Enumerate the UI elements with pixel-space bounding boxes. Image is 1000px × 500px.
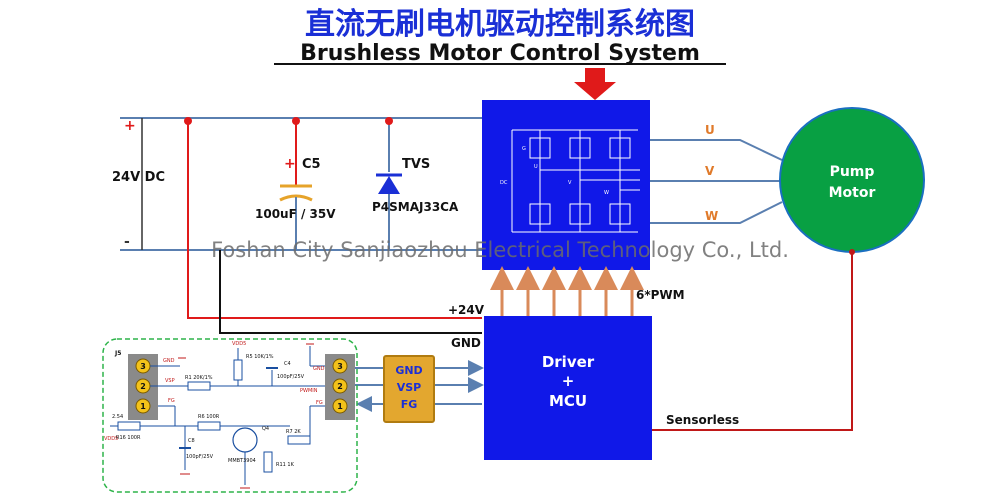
motor-label-1: Pump [830,164,875,180]
sch-c4v: 100pF/25V [277,374,305,380]
sch-vdd5-top: VDD5 [232,341,246,347]
sch-q4: Q4 [262,426,269,432]
motor-label-2: Motor [829,185,876,201]
watermark: Foshan City Sanjiaozhou Electrical Techn… [211,238,789,262]
bridge-w-label: W [604,190,609,196]
sch-r7: R7 2K [286,429,301,435]
j5-pin-3-num: 3 [140,362,146,371]
right-pin-1 [332,398,348,414]
sch-vdd5-left: VDD5 [104,436,118,442]
tvs-part: P4SMAJ33CA [372,200,459,214]
junction-dot-2 [292,117,300,125]
driver-plus: + [562,372,575,390]
connector-gnd: GND [395,364,422,377]
phase-v-label: V [705,164,715,178]
j5-pin-1 [135,398,151,414]
sensorless-label: Sensorless [666,413,739,427]
sch-pwmin-right: PWMIN [300,388,318,394]
pwm-arrows [490,266,644,316]
bridge-schematic [511,129,640,233]
bridge-u-label: U [534,164,538,170]
sch-c4: C4 [284,361,291,367]
right-pin-1-num: 1 [337,402,343,411]
bridge-v-label: V [568,180,572,186]
junction-dot-3 [385,117,393,125]
title-english: Brushless Motor Control System [300,41,700,66]
sch-254: 2.54 [112,414,123,420]
phase-u-label: U [705,123,715,137]
tvs-diode-icon [378,176,400,194]
interface-schematic [102,338,358,493]
sch-r11: R11 1K [276,462,295,468]
pump-motor [779,107,925,253]
q4-transistor [232,427,258,453]
right-pin-3 [332,358,348,374]
minus-label: - [124,234,130,250]
r1-resistor [187,381,211,391]
mcu-label: MCU [549,392,587,410]
plus24v-line [187,118,482,319]
sensorless-line [652,252,853,431]
connector-fg: FG [401,398,418,411]
title-chinese: 直流无刷电机驱动控制系统图 [305,7,695,42]
plus24v-label: +24V [448,303,485,317]
gnd-label: GND [451,336,481,350]
r11-resistor [263,451,273,473]
input-arrow-icon [574,68,616,100]
r7-resistor [287,435,311,445]
driver-mcu-block [484,316,652,460]
sch-c8v: 100pF/25V [186,454,214,460]
cap-polarity: + [284,156,296,172]
plus-label: + [124,118,136,134]
junction-dot-1 [184,117,192,125]
inverter-bridge [482,100,650,270]
sch-fg-right: FG [316,400,323,406]
sch-r6: R6 100R [198,414,220,420]
j5-pin-1-num: 1 [140,402,146,411]
r5-resistor [233,359,243,381]
sch-c8: C8 [188,438,195,444]
cap-ref: C5 [302,157,321,172]
junction-dot-4 [849,249,855,255]
pwm-label: 6*PWM [636,288,685,302]
supply-voltage-label: 24V DC [112,170,165,185]
sch-q4p: MMBT3904 [228,458,256,464]
sch-vsp-left: VSP [165,378,175,384]
sch-r1: R1 20K/1% [185,375,213,381]
sch-r5: R5 10K/1% [246,354,274,360]
r16-resistor [117,421,141,431]
sch-fg-left: FG [168,398,175,404]
driver-label: Driver [542,353,595,371]
r6-resistor [197,421,221,431]
j5-pin-2-num: 2 [140,382,146,391]
ground-symbols [178,343,314,489]
gnd-line [219,250,482,334]
sch-r16: R16 100R [116,435,141,441]
sch-gnd-right: GND [313,366,325,372]
cap-plate-bottom [279,194,313,202]
phase-w-label: W [705,209,718,223]
connector-box [383,355,435,423]
right-pin-2-num: 2 [337,382,343,391]
right-pin-2 [332,378,348,394]
bridge-dc-label: DC [500,180,508,186]
tvs-ref: TVS [402,157,430,172]
phase-u-line [650,139,783,161]
sch-gnd-left: GND [163,358,175,364]
phase-w-line [650,201,783,224]
cap-value: 100uF / 35V [255,207,336,221]
bridge-g-label: G [522,146,526,152]
right-pin-3-num: 3 [337,362,343,371]
j5-label: J5 [114,350,121,357]
connector-vsp: VSP [397,381,422,394]
